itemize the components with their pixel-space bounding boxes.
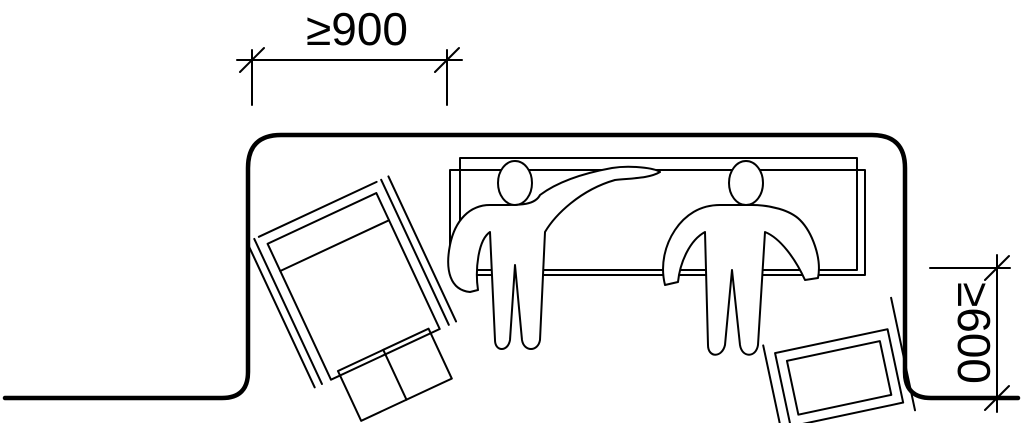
wheelchair-right — [762, 296, 917, 423]
depth-dimension: ≥600 — [929, 254, 1011, 413]
wheelchair-left — [246, 175, 458, 422]
width-label: ≥900 — [306, 3, 408, 55]
width-dimension: ≥900 — [236, 3, 463, 106]
person-right — [662, 160, 820, 356]
depth-label: ≥600 — [948, 282, 1000, 384]
person-left — [447, 160, 661, 350]
bay-outline — [2, 132, 1021, 401]
